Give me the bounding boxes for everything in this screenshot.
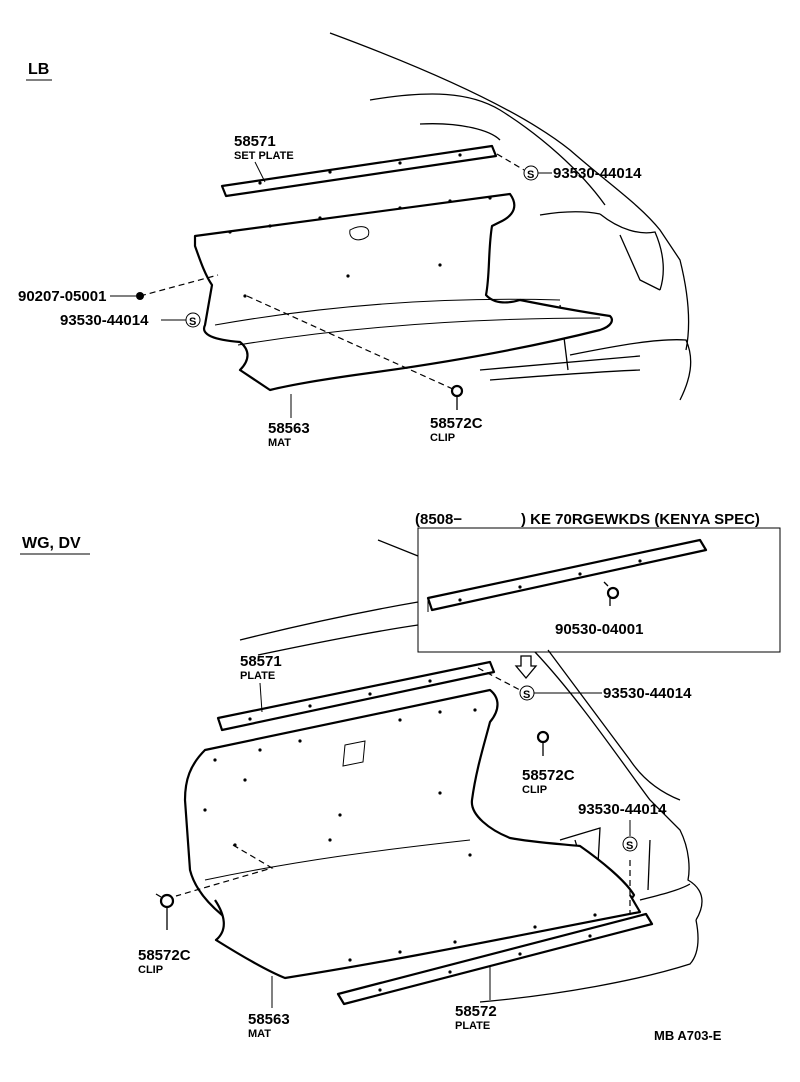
label-clip-name: CLIP: [430, 432, 455, 444]
wg-dv-section: WG, DV (8508− ) KE 70RGEWKDS (KENYA SPEC…: [20, 511, 781, 1040]
label-plate-name: PLATE: [240, 670, 275, 682]
label-clip-right-num: 58572C: [522, 767, 575, 784]
svg-text:S: S: [189, 316, 196, 328]
label-mat-name: MAT: [268, 437, 291, 449]
svg-text:S: S: [626, 840, 633, 852]
leader-dashed: [246, 295, 456, 391]
trim-board-top: [193, 192, 613, 392]
label-plate2-num: 58572: [455, 1003, 497, 1020]
label-inset-screw: 90530-04001: [555, 621, 643, 638]
label-screw-bottom: 93530-44014: [578, 801, 667, 818]
set-plate-top: [220, 144, 498, 198]
leader-dashed: [139, 274, 219, 297]
label-screw-right: 93530-44014: [553, 165, 642, 182]
inset-box: (8508− ) KE 70RGEWKDS (KENYA SPEC) 90530…: [415, 511, 781, 653]
clip-icon: [536, 730, 550, 756]
mat-bottom: [214, 894, 642, 980]
label-mat-num: 58563: [268, 420, 310, 437]
clip-icon: [155, 893, 175, 930]
section-title-lb: LB: [28, 61, 49, 78]
label-screw-left: 93530-44014: [60, 312, 149, 329]
diagram-code: MB A703-E: [654, 1028, 722, 1043]
section-title-wg-dv: WG, DV: [22, 535, 81, 552]
label-set-plate-num: 58571: [234, 133, 276, 150]
plate-58571: [216, 660, 496, 732]
label-clip-left-num: 58572C: [138, 947, 191, 964]
label-plate2-name: PLATE: [455, 1020, 490, 1032]
screw-icon: [603, 581, 620, 606]
label-mat-name-bottom: MAT: [248, 1028, 271, 1040]
label-clip-right-name: CLIP: [522, 784, 547, 796]
grommet-icon: [136, 292, 144, 300]
inset-header-right: ) KE 70RGEWKDS (KENYA SPEC): [521, 511, 760, 528]
screw-symbol: S: [519, 685, 535, 701]
clip-icon: [450, 384, 464, 410]
svg-text:S: S: [527, 169, 534, 181]
arrow-down-icon: [514, 655, 538, 680]
leader-dashed: [175, 844, 274, 897]
plate-58572: [336, 912, 654, 1006]
leader-line: [259, 682, 263, 713]
car-body-outline-top: [329, 32, 692, 401]
leader-dashed: [477, 667, 521, 691]
leader-dashed: [496, 153, 525, 171]
screw-symbol: S: [185, 312, 201, 328]
screw-symbol: S: [622, 836, 638, 852]
label-screw-top: 93530-44014: [603, 685, 692, 702]
label-plate-num: 58571: [240, 653, 282, 670]
label-set-plate-name: SET PLATE: [234, 150, 294, 162]
svg-text:S: S: [523, 689, 530, 701]
label-clip-left-name: CLIP: [138, 964, 163, 976]
leader-line: [254, 161, 266, 183]
lb-section: LB: [18, 32, 692, 449]
screw-symbol: S: [523, 165, 539, 181]
inset-frame: [417, 527, 781, 653]
label-grommet: 90207-05001: [18, 288, 106, 305]
label-clip-num: 58572C: [430, 415, 483, 432]
inset-header-left: (8508−: [415, 511, 462, 528]
label-mat-num-bottom: 58563: [248, 1011, 290, 1028]
